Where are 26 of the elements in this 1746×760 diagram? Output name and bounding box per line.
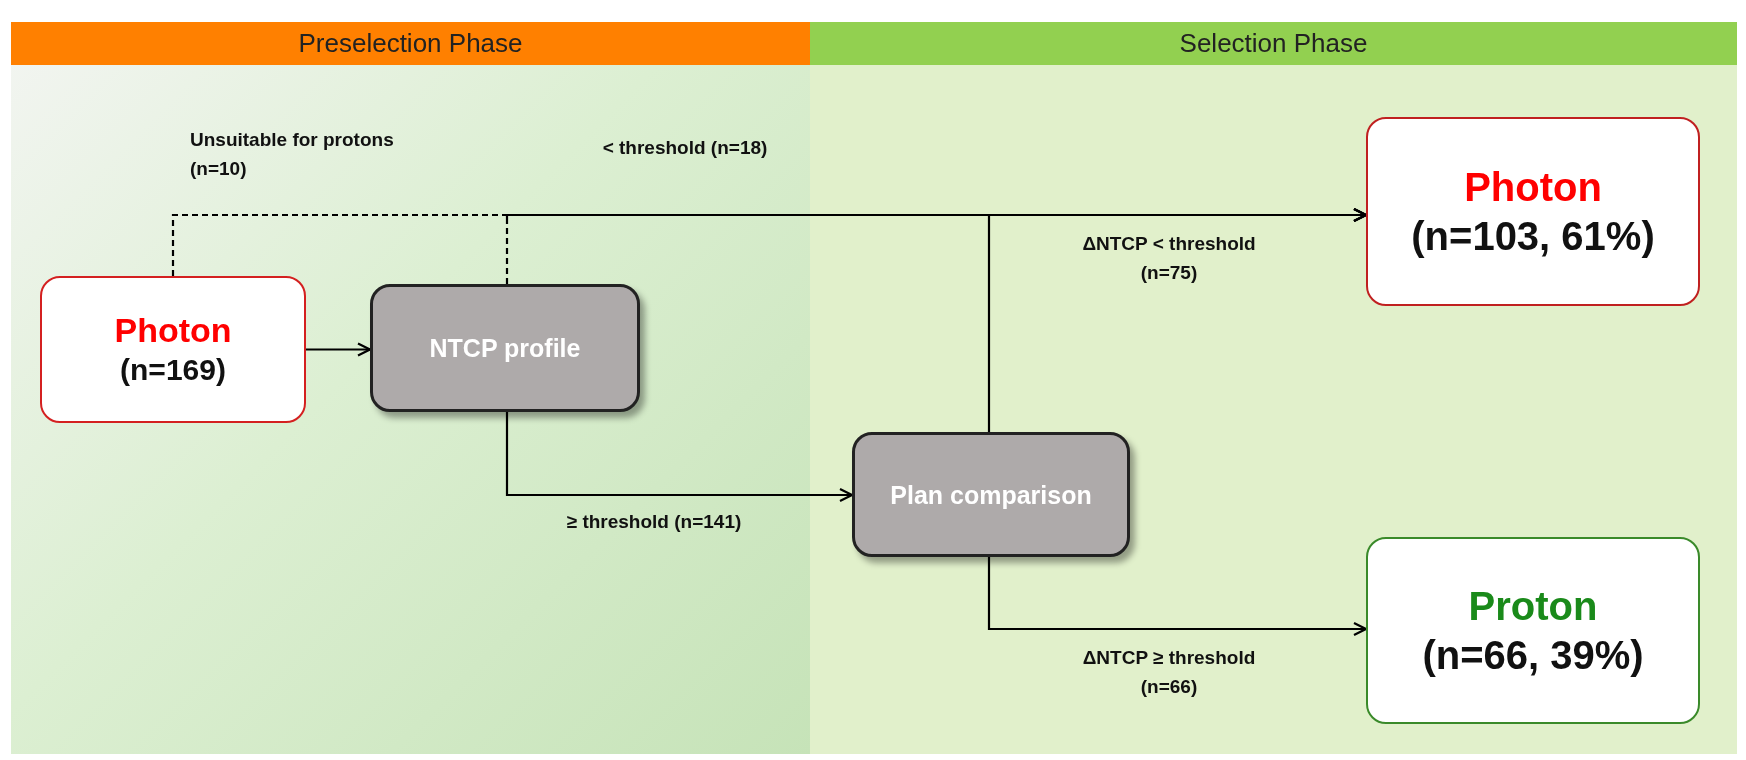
outcome-box [40, 276, 306, 423]
box-title: Photon [114, 310, 232, 352]
process-box [852, 432, 1130, 557]
phase-panel [810, 22, 1737, 754]
phase-header: Selection Phase [810, 22, 1737, 65]
arrow [987, 557, 1368, 637]
box-title: Proton [1468, 582, 1598, 630]
box-count: (n=103, 61%) [1411, 212, 1655, 260]
edge-label: < threshold (n=18) [601, 136, 769, 160]
box-count: (n=66, 39%) [1422, 631, 1644, 679]
process-box [370, 284, 640, 412]
arrow [306, 342, 372, 357]
arrow [987, 207, 1368, 432]
box-count: (n=169) [120, 352, 226, 389]
box-title: Plan comparison [890, 479, 1092, 510]
edge-label: Unsuitable for protons (n=10) [190, 128, 395, 181]
edge-label: ΔNTCP ≥ threshold (n=66) [1081, 646, 1257, 699]
outcome-box [1366, 117, 1700, 306]
edge-label: ≥ threshold (n=141) [565, 510, 743, 534]
phase-panel [11, 22, 810, 754]
edge-label: ΔNTCP < threshold (n=75) [1081, 232, 1257, 285]
box-title: Photon [1464, 163, 1602, 211]
arrow [505, 412, 854, 503]
box-title: NTCP profile [429, 333, 581, 363]
outcome-box [1366, 537, 1700, 724]
phase-header: Preselection Phase [11, 22, 810, 65]
